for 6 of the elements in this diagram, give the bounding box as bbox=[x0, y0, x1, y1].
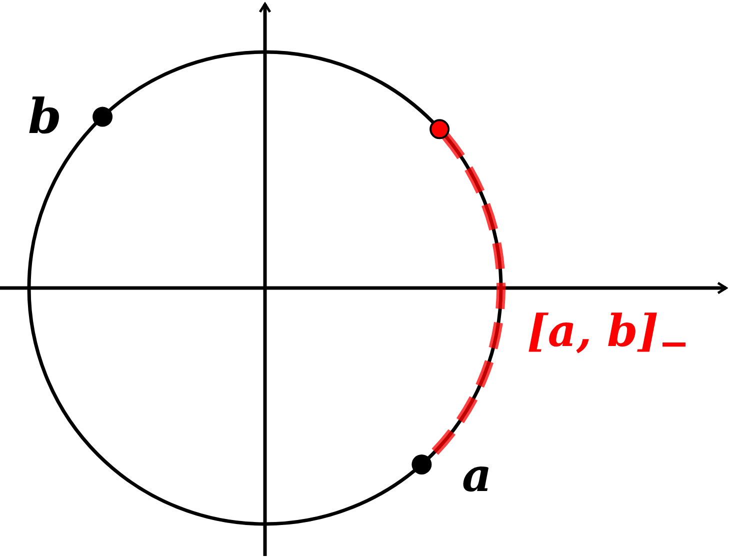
point-dot bbox=[412, 454, 432, 474]
interval-label: [a, b]$_{−}$ bbox=[527, 310, 690, 362]
point-dot bbox=[92, 106, 113, 127]
point-label: a bbox=[462, 452, 492, 498]
point-dot bbox=[430, 119, 450, 140]
point-label: b bbox=[28, 93, 62, 141]
